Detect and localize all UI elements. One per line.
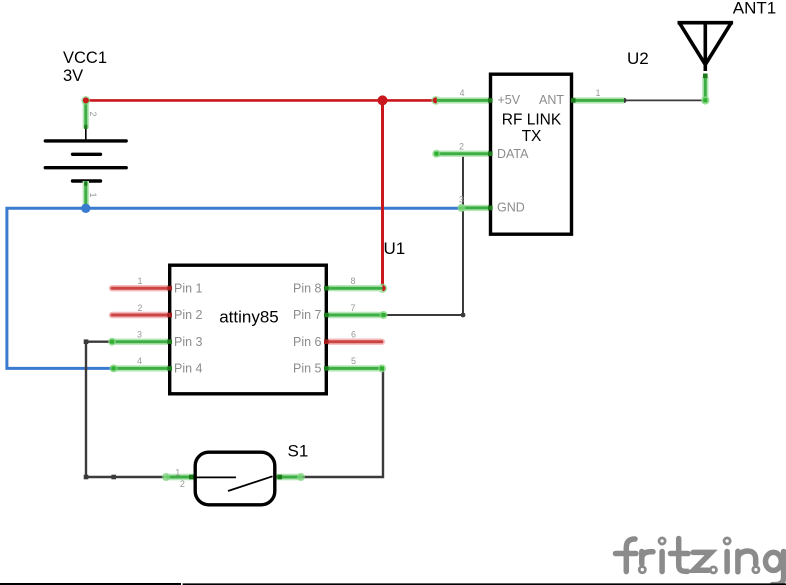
svg-text:5: 5: [351, 356, 356, 366]
svg-text:4: 4: [459, 88, 464, 98]
svg-text:1: 1: [175, 467, 180, 477]
svg-text:2: 2: [180, 479, 185, 489]
svg-text:Pin 3: Pin 3: [174, 335, 203, 349]
svg-text:GND: GND: [497, 201, 525, 215]
svg-text:RF LINK: RF LINK: [502, 112, 562, 129]
svg-text:Pin 6: Pin 6: [293, 335, 322, 349]
svg-text:Pin 4: Pin 4: [174, 362, 203, 376]
svg-text:ANT1: ANT1: [733, 0, 776, 18]
svg-text:1: 1: [137, 276, 142, 286]
svg-text:Pin 1: Pin 1: [174, 281, 203, 295]
svg-text:3V: 3V: [63, 67, 83, 85]
svg-text:1: 1: [595, 88, 600, 98]
svg-text:4: 4: [137, 356, 142, 366]
svg-text:U1: U1: [384, 239, 406, 258]
svg-text:+5V: +5V: [498, 93, 521, 107]
svg-text:2: 2: [88, 112, 98, 117]
svg-text:Pin 2: Pin 2: [174, 308, 203, 322]
svg-text:ANT: ANT: [539, 93, 564, 107]
svg-text:VCC1: VCC1: [63, 49, 107, 67]
svg-text:1: 1: [88, 193, 98, 198]
svg-text:attiny85: attiny85: [219, 308, 279, 327]
svg-text:Pin 8: Pin 8: [293, 281, 322, 295]
svg-text:7: 7: [350, 303, 355, 313]
svg-text:3: 3: [459, 194, 464, 204]
svg-text:TX: TX: [522, 128, 542, 145]
svg-text:S1: S1: [288, 442, 309, 461]
svg-text:Pin 7: Pin 7: [293, 308, 322, 322]
svg-text:6: 6: [351, 330, 356, 340]
svg-text:2: 2: [137, 303, 142, 313]
svg-text:DATA: DATA: [497, 147, 529, 161]
svg-text:2: 2: [459, 141, 464, 151]
svg-text:8: 8: [350, 276, 355, 286]
svg-text:Pin 5: Pin 5: [293, 362, 322, 376]
svg-text:U2: U2: [627, 49, 649, 68]
svg-text:3: 3: [137, 330, 142, 340]
